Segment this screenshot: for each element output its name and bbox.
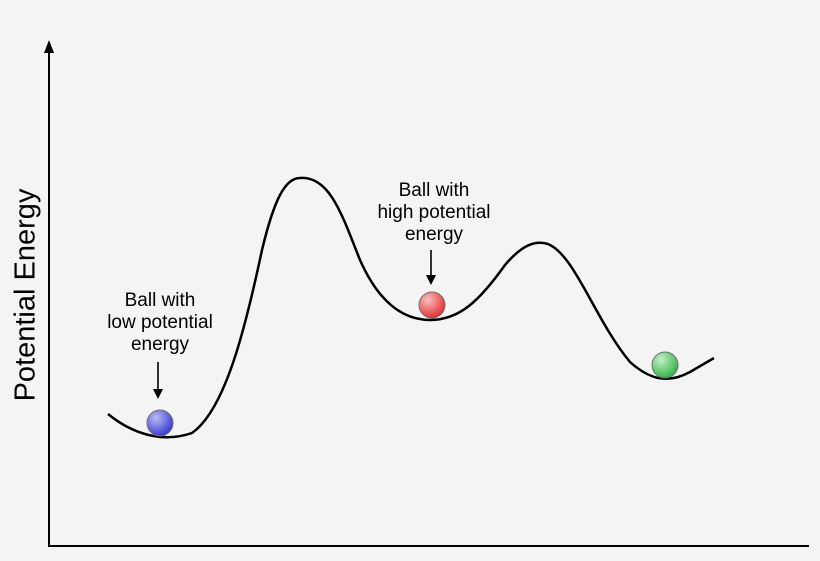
red-ball [418,291,446,319]
annotation-line: Ball with [124,290,196,311]
annotation-line: low potential [107,312,213,333]
low-potential-annotation: Ball with low potential energy [107,290,213,356]
annotation-line: energy [404,224,464,245]
high-potential-annotation: Ball with high potential energy [377,180,490,246]
annotation-line: Ball with [398,180,470,201]
blue-ball [146,409,174,437]
annotation-line: high potential [377,202,491,223]
annotation-line: energy [130,334,190,355]
y-axis-label: Potential Energy [9,188,42,402]
low-energy-arrowhead [153,389,163,399]
y-axis-arrowhead [44,40,54,53]
green-ball [651,351,679,379]
high-energy-arrowhead [426,275,436,285]
potential-energy-curve [107,176,715,439]
